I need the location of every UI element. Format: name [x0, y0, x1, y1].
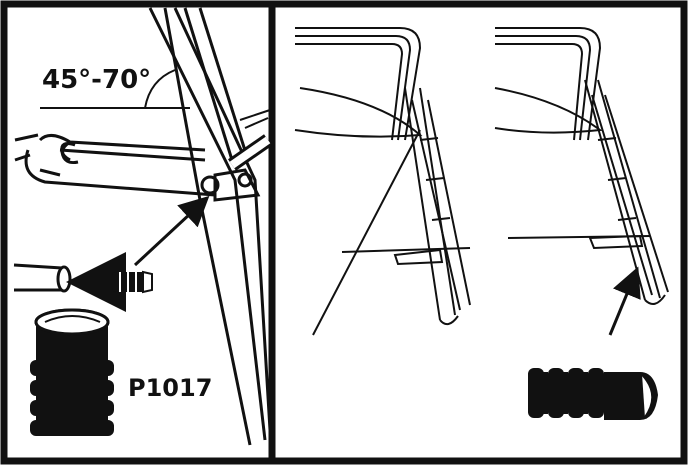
large-plug-horizontal-icon: [528, 368, 658, 420]
insert-arrow: [133, 195, 210, 267]
pivot-rod: [228, 134, 272, 171]
angle-label: 45°-70°: [42, 65, 151, 95]
right-panel-ladder-a: [294, 27, 471, 336]
install-arrow-right: [608, 266, 641, 336]
small-plug-icon: [112, 270, 153, 294]
right-panel-ladder-b: [494, 27, 669, 305]
step-frame: [14, 133, 253, 197]
left-panel-closeup: [14, 7, 272, 446]
tube-end: [13, 263, 72, 293]
ladder-leg: [148, 7, 272, 441]
angle-indicator: [40, 69, 190, 109]
hinge-bracket: [213, 168, 261, 202]
part-number-label: P1017: [128, 374, 212, 402]
large-plug-icon: [30, 308, 114, 436]
